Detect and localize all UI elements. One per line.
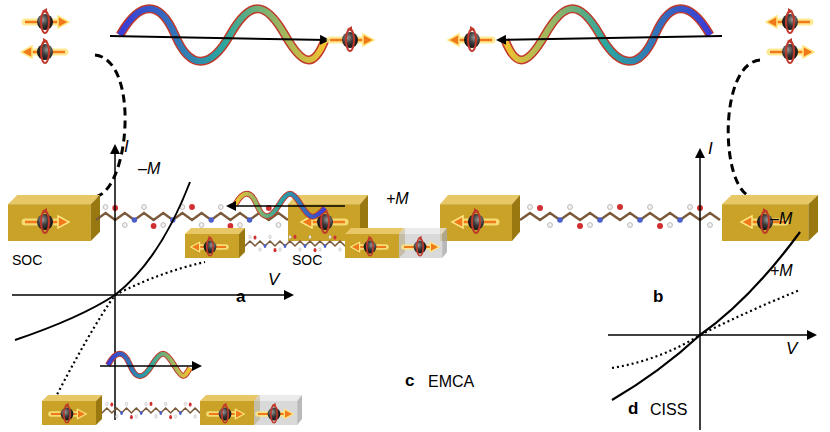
- curve-label: –M: [770, 210, 792, 228]
- axis-label: I: [124, 138, 129, 157]
- panel-letter: a: [236, 288, 245, 307]
- electrode-label: SOC: [12, 252, 42, 268]
- panel-title: CISS: [650, 401, 687, 419]
- panel-letter: b: [653, 288, 663, 307]
- axis-label: I: [708, 140, 713, 159]
- electrode-block: SOC: [288, 204, 360, 246]
- electrode-label: SOC: [292, 252, 322, 268]
- axis-label: V: [268, 271, 279, 290]
- curve-label: +M: [770, 262, 793, 280]
- axis-label: V: [786, 340, 797, 359]
- curve-label: +M: [386, 190, 409, 208]
- electrode-block: SOC: [8, 204, 92, 246]
- panel-letter: d: [628, 400, 638, 419]
- curve-label: –M: [138, 160, 160, 178]
- panel-title: EMCA: [428, 373, 474, 391]
- panel-letter: c: [405, 372, 414, 391]
